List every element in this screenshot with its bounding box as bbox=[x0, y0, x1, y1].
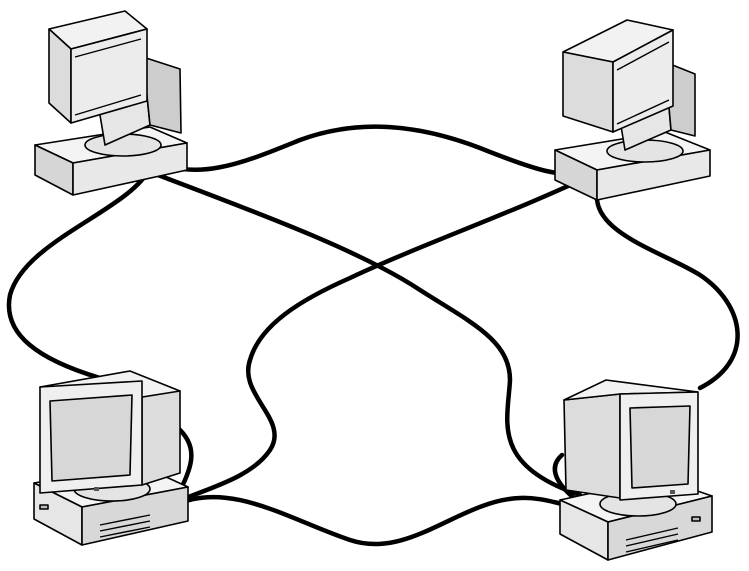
link-top-right-to-bottom-left bbox=[167, 169, 601, 508]
power-led-icon bbox=[94, 487, 99, 491]
computer-icon bbox=[559, 379, 713, 561]
computer-bottom-left bbox=[33, 370, 189, 546]
network-links bbox=[6, 124, 740, 547]
power-led-icon bbox=[670, 490, 675, 494]
computer-bottom-right bbox=[559, 379, 713, 561]
link-bottom-left-to-bottom-right bbox=[172, 494, 583, 547]
computer-top-left bbox=[34, 10, 188, 196]
link-top-left-to-top-right bbox=[147, 124, 593, 177]
link-top-left-to-bottom-left bbox=[6, 165, 153, 381]
computer-top-right bbox=[554, 19, 711, 201]
link-top-right-to-bottom-right bbox=[594, 179, 740, 391]
computer-icon bbox=[33, 370, 189, 546]
link-top-left-to-bottom-right bbox=[147, 169, 583, 498]
computer-icon bbox=[554, 19, 711, 201]
computer-icon bbox=[34, 10, 188, 196]
